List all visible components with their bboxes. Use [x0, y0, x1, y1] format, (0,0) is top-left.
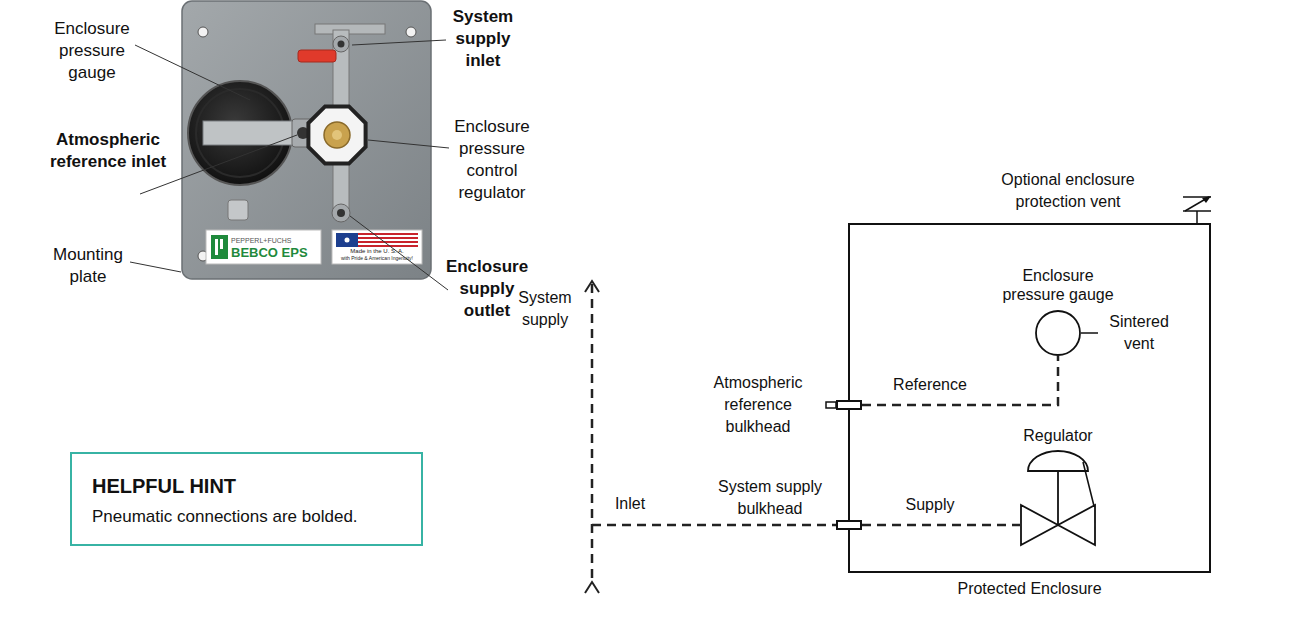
vent-arrowhead	[1202, 196, 1211, 203]
leader-line	[135, 45, 250, 100]
vent-stem	[1196, 211, 1198, 223]
pressure-gauge: Enclosure pressure gauge	[993, 266, 1123, 356]
brand-logo	[211, 235, 228, 259]
vent-label: Sintered vent	[1099, 311, 1179, 355]
regulator-body	[308, 106, 365, 163]
callout-label: Mounting plate	[42, 244, 134, 288]
bulkhead-knob	[826, 402, 836, 408]
enclosure-title: Protected Enclosure	[850, 579, 1209, 599]
mounting-hole	[406, 27, 416, 37]
connection-label: Atmospheric reference inlet	[49, 129, 167, 173]
sintered-vent-line	[1081, 332, 1098, 334]
brand-name: BEBCO EPS	[231, 245, 319, 260]
inlet-line	[592, 524, 836, 527]
supply-label: System supply	[512, 287, 578, 331]
pneumatic-line	[862, 524, 1020, 527]
regulator-knob-center	[332, 130, 342, 140]
flag-plate	[332, 230, 422, 264]
enclosure-box: Protected EnclosureEnclosure pressure ga…	[848, 223, 1211, 573]
gauge-bracket	[203, 121, 301, 145]
plate-text: with Pride & American Ingenuity!	[334, 255, 420, 261]
gauge-bolt	[228, 200, 248, 220]
brand-logo-mark	[220, 239, 223, 249]
valve-handle	[298, 50, 336, 62]
pneumatic-line	[862, 356, 1058, 405]
outlet-fitting	[332, 204, 350, 222]
bulkhead-fitting: Atmospheric reference bulkhead	[836, 400, 862, 410]
flag-stripe	[358, 237, 418, 239]
top-bracket	[315, 24, 385, 34]
leader-line	[352, 40, 446, 45]
callout-label: Enclosure pressure gauge	[44, 18, 140, 84]
valve-body	[1021, 505, 1095, 545]
brand-text: PEPPERL+FUCHS	[231, 237, 317, 245]
leader-line	[130, 262, 181, 272]
bulkhead-fitting: System supply bulkhead	[836, 520, 862, 530]
supply-arrow	[585, 582, 599, 593]
hint-box: HELPFUL HINT Pneumatic connections are bo…	[70, 452, 423, 546]
callout-label: Enclosure pressure control regulator	[446, 116, 538, 204]
brand-plate	[206, 230, 321, 264]
flag-stripe	[358, 241, 418, 243]
supply-pipe	[333, 30, 349, 110]
plate-text: Made in the U. S. A.	[335, 248, 419, 255]
supply-arrow	[585, 281, 599, 292]
mounting-hole	[198, 27, 208, 37]
hint-text: Pneumatic connections are bolded.	[92, 506, 401, 528]
supply-fitting	[333, 36, 349, 52]
line-label: Supply	[903, 495, 958, 515]
gauge-circle	[1035, 310, 1081, 356]
flag-canton	[336, 233, 358, 247]
leader-line	[368, 140, 449, 148]
regulator-dome	[1028, 451, 1088, 471]
brand-logo-mark	[215, 239, 218, 255]
regulator-label: Regulator	[1020, 426, 1096, 445]
regulator-pilot	[1083, 462, 1094, 506]
regulator-drawing	[1020, 449, 1096, 547]
system-supply-line	[591, 284, 594, 584]
regulator-stem	[1057, 471, 1059, 525]
bulkhead-label: Atmospheric reference bulkhead	[698, 372, 818, 438]
gauge-outline	[1036, 311, 1080, 355]
fitting-port	[338, 41, 345, 48]
vent-label: Optional enclosure protection vent	[988, 169, 1148, 213]
bulkhead-label: System supply bulkhead	[710, 476, 830, 520]
gauge-label: Enclosure pressure gauge	[993, 266, 1123, 304]
regulator-knob	[324, 122, 350, 148]
inlet-label: Inlet	[605, 493, 655, 515]
fitting-port	[337, 209, 345, 217]
flag-stripe	[358, 233, 418, 235]
hint-title: HELPFUL HINT	[92, 474, 401, 498]
outlet-pipe	[333, 160, 349, 210]
line-label: Reference	[890, 375, 970, 395]
connection-label: System supply inlet	[442, 6, 524, 72]
regulator-symbol: Regulator	[1020, 426, 1096, 547]
flag-star	[345, 238, 350, 243]
